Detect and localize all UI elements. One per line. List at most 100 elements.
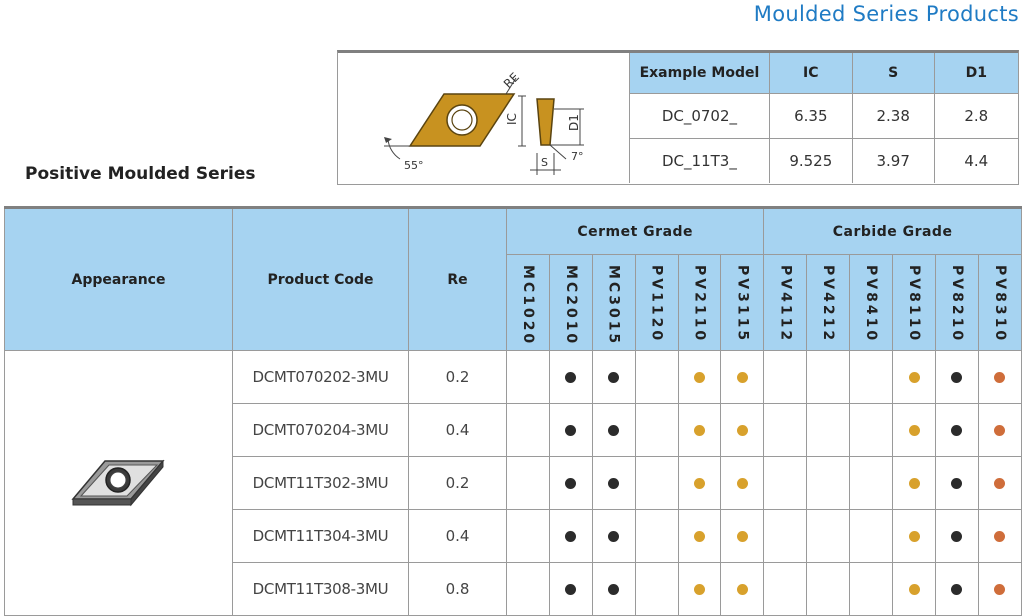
grade-availability-cell [506,350,550,405]
grade-header-pv8310: PV8310 [977,253,1022,352]
grade-availability-cell [548,350,593,405]
availability-dot-black [608,372,620,384]
re-cell: 0.2 [408,350,507,405]
header-re: Re [408,205,507,352]
grade-availability-cell [892,509,936,564]
grade-header-pv8410: PV8410 [849,253,894,352]
insert-side-view-shape [536,98,555,146]
grade-availability-cell [763,456,808,511]
series-title: Positive Moulded Series [25,164,256,184]
grade-availability-cell [849,456,894,511]
example-model-table: Example Model IC S D1 DC_0702_ 6.35 2.38… [629,53,1018,183]
availability-dot-black [565,584,577,596]
availability-dot-black [951,531,963,543]
grade-header-pv4112: PV4112 [763,253,808,352]
availability-dot-gold [908,531,920,543]
grade-availability-cell [849,350,894,405]
angle-55-label: 55° [404,159,424,172]
grade-availability-cell [806,456,851,511]
ic-cell: 9.525 [768,138,853,183]
availability-dot-black [608,425,620,437]
availability-dot-black [608,478,620,490]
availability-dot-orange [994,531,1006,543]
grade-header-mc2010: MC2010 [548,253,593,352]
grade-availability-cell [677,456,722,511]
ic-cell: 6.35 [768,93,853,139]
availability-dot-gold [736,478,748,490]
product-code-cell: DCMT11T302-3MU [232,456,409,511]
grade-availability-cell [806,562,851,616]
availability-dot-black [565,478,577,490]
header-carbide-grade: Carbide Grade [763,206,1022,255]
grade-availability-cell [634,403,679,458]
grade-availability-cell [720,403,765,458]
grade-availability-cell [934,403,979,458]
grade-availability-cell [977,350,1022,405]
availability-dot-gold [908,425,920,437]
example-model-panel: IC RE 55° D1 S 7° Example Model IC S D1 [337,50,1019,185]
grade-availability-cell [892,350,936,405]
grade-availability-cell [591,350,636,405]
grade-header-pv4212: PV4212 [806,253,851,352]
availability-dot-black [565,531,577,543]
header-ic: IC [768,53,853,94]
availability-dot-gold [694,425,705,437]
grade-availability-cell [977,403,1022,458]
s-dimension-label: S [541,156,548,169]
grade-availability-cell [677,350,722,405]
example-row: DC_11T3_ 9.525 3.97 4.4 [629,138,1018,183]
grade-header-pv1120: PV1120 [634,253,679,352]
grade-header-mc3015: MC3015 [591,253,636,352]
grade-header-pv2110: PV2110 [677,253,722,352]
availability-dot-gold [908,584,920,596]
insert-hole-inner [451,109,473,131]
availability-dot-black [565,372,577,384]
product-code-cell: DCMT11T308-3MU [232,562,409,616]
example-model-cell: DC_0702_ [629,93,770,139]
grade-availability-cell [548,562,593,616]
grade-availability-cell [977,509,1022,564]
insert-product-image [70,459,165,507]
product-row: DCMT070202-3MU 0.2 [4,350,1022,616]
grade-availability-cell [506,562,550,616]
grade-availability-cell [720,509,765,564]
header-d1: D1 [933,53,1018,94]
grade-availability-cell [763,562,808,616]
grade-availability-cell [849,509,894,564]
re-label: RE [501,70,522,91]
grade-availability-cell [892,562,936,616]
header-appearance: Appearance [4,205,233,352]
grade-availability-cell [591,456,636,511]
appearance-cell [4,350,233,616]
header-s: S [851,53,935,94]
grade-availability-cell [763,350,808,405]
grade-availability-cell [892,403,936,458]
grade-header-pv8210: PV8210 [934,253,979,352]
availability-dot-gold [736,372,748,384]
grade-availability-cell [977,456,1022,511]
grade-availability-cell [634,509,679,564]
availability-dot-black [951,372,963,384]
grade-availability-cell [806,403,851,458]
s-cell: 3.97 [851,138,935,183]
grade-availability-cell [806,350,851,405]
availability-dot-gold [736,425,748,437]
grade-availability-cell [634,456,679,511]
availability-dot-gold [694,478,705,490]
grade-availability-cell [591,403,636,458]
d1-cell: 4.4 [933,138,1018,183]
grade-availability-cell [548,403,593,458]
re-cell: 0.8 [408,562,507,616]
grade-availability-cell [548,456,593,511]
availability-dot-black [951,478,963,490]
insert-geometry-diagram: IC RE 55° D1 S 7° [384,70,584,175]
grade-availability-cell [934,509,979,564]
grade-availability-cell [677,562,722,616]
grade-availability-cell [677,509,722,564]
grade-availability-cell [892,456,936,511]
grade-availability-cell [720,562,765,616]
example-model-cell: DC_11T3_ [629,138,770,183]
grade-header-mc1020: MC1020 [506,253,550,352]
availability-dot-black [951,425,963,437]
availability-dot-black [608,584,620,596]
